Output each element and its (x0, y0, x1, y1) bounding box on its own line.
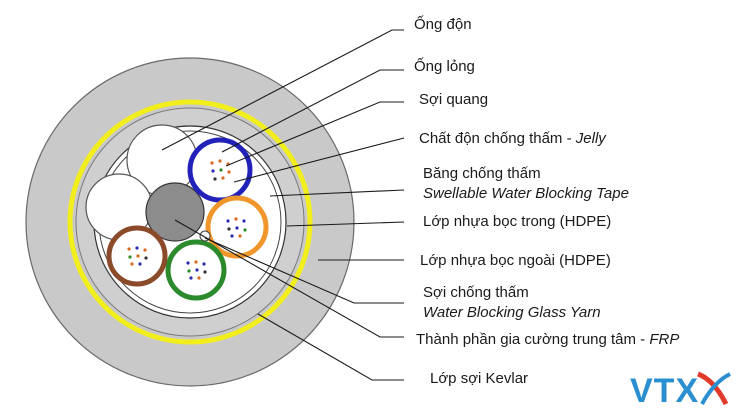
label-chat-don-italic: Jelly (575, 130, 606, 147)
leader-chat-don (233, 137, 405, 183)
fibers-brown (127, 246, 148, 266)
label-soi-chong-tham-en-text: Water Blocking Glass Yarn (423, 304, 601, 321)
leader-thanh-phan (174, 219, 404, 338)
leader-ong-don (161, 29, 404, 151)
label-soi-chong-tham-en: Water Blocking Glass Yarn (423, 304, 601, 322)
central-frp (145, 182, 205, 242)
label-lop-soi-kevlar: Lớp sợi Kevlar (430, 370, 529, 387)
label-chat-don: Chất độn chống thấm - Jelly (419, 130, 606, 148)
label-bang-chong-tham: Băng chống thấm (423, 165, 541, 182)
label-lop-nhua-trong: Lớp nhựa bọc trong (HDPE) (423, 213, 612, 230)
label-chat-don-text: Chất độn chống thấm - (419, 130, 576, 147)
fibers-blue (210, 159, 231, 181)
leader-soi-chong-tham (204, 237, 404, 304)
leader-kevlar (257, 313, 404, 381)
leader-ong-long (221, 69, 404, 153)
vtx-logo-text: VTX (630, 372, 699, 408)
label-thanh-phan: Thành phần gia cường trung tâm - FRP (416, 331, 679, 349)
label-soi-quang: Sợi quang (419, 91, 489, 108)
label-thanh-phan-text: Thành phần gia cường trung tâm - (416, 331, 650, 348)
label-ong-don: Ống độn (414, 16, 472, 33)
label-ong-long: Ống lỏng (414, 58, 475, 75)
label-thanh-phan-italic: FRP (649, 331, 680, 348)
label-bang-chong-tham-en: Swellable Water Blocking Tape (423, 185, 629, 203)
label-bang-chong-tham-en-text: Swellable Water Blocking Tape (423, 185, 629, 202)
label-soi-chong-tham: Sợi chống thấm (423, 284, 529, 301)
leader-soi-quang (225, 101, 404, 167)
kevlar-yellow-ring (67, 99, 313, 345)
leader-bang-chong-tham (269, 189, 405, 197)
fibers-orange (226, 217, 247, 238)
vtx-logo: VTX (630, 371, 731, 408)
label-lop-nhua-ngoai: Lớp nhựa bọc ngoài (HDPE) (420, 252, 611, 269)
leader-lop-nhua-trong (286, 221, 405, 227)
fibers-green (186, 260, 207, 280)
leader-lines (161, 29, 405, 381)
